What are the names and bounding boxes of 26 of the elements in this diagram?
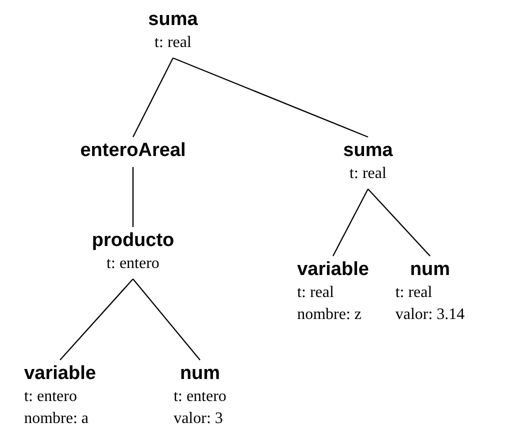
- node-attribute: t: real: [154, 33, 192, 53]
- node-attribute: valor: 3.14: [395, 305, 465, 325]
- node-name: variable: [24, 362, 96, 386]
- node-name: enteroAreal: [80, 139, 186, 163]
- tree-edge: [132, 58, 174, 138]
- tree-edge: [132, 278, 200, 360]
- tree-edge: [132, 167, 134, 227]
- node-attribute: nombre: a: [24, 409, 88, 429]
- node-attribute: nombre: z: [297, 305, 362, 325]
- node-name: producto: [92, 229, 174, 253]
- node-attribute: t: real: [297, 283, 334, 303]
- node-name: num: [410, 258, 450, 282]
- tree-edge: [172, 57, 368, 138]
- tree-edge: [60, 278, 134, 360]
- node-attribute: t: entero: [174, 387, 226, 407]
- node-name: variable: [297, 258, 369, 282]
- tree-edge: [332, 188, 369, 256]
- node-name: num: [180, 362, 220, 386]
- node-name: suma: [148, 8, 198, 32]
- node-attribute: t: entero: [106, 254, 160, 274]
- node-attribute: valor: 3: [174, 409, 223, 429]
- node-attribute: t: entero: [24, 387, 77, 407]
- node-attribute: t: real: [395, 283, 432, 303]
- node-name: suma: [343, 139, 393, 163]
- tree-edge: [368, 188, 430, 256]
- node-attribute: t: real: [350, 164, 386, 184]
